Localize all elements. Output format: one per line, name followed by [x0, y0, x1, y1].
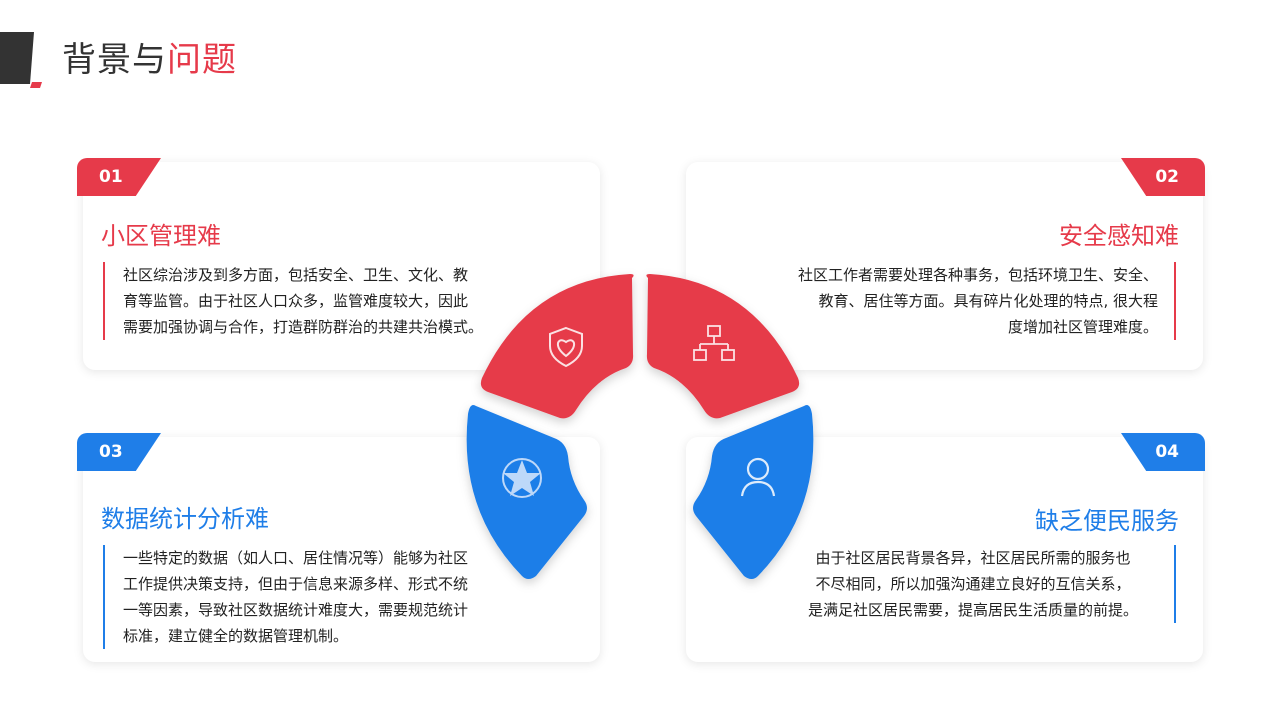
page-title: 背景与问题	[62, 40, 237, 80]
card-number-badge: 01	[77, 158, 161, 196]
card-description: 社区综治涉及到多方面，包括安全、卫生、文化、教 育等监管。由于社区人口众多，监管…	[103, 262, 503, 340]
card-title: 缺乏便民服务	[1035, 507, 1179, 535]
center-ring-diagram	[466, 274, 814, 579]
card-title: 小区管理难	[101, 222, 221, 250]
segment-bottom-right	[693, 405, 814, 579]
card-number-badge: 02	[1121, 158, 1205, 196]
star-badge-icon	[502, 458, 542, 498]
card-management: 01 小区管理难 社区综治涉及到多方面，包括安全、卫生、文化、教 育等监管。由于…	[77, 158, 600, 370]
network-icon	[693, 325, 735, 361]
card-number-badge: 03	[77, 433, 161, 471]
card-safety: 02 安全感知难 社区工作者需要处理各种事务，包括环境卫生、安全、 教育、居住等…	[686, 158, 1205, 370]
segment-bottom-left	[466, 405, 587, 579]
card-number-badge: 04	[1121, 433, 1205, 471]
person-icon	[740, 457, 776, 497]
title-decoration	[0, 32, 42, 88]
card-description: 社区工作者需要处理各种事务，包括环境卫生、安全、 教育、居住等方面。具有碎片化处…	[778, 262, 1176, 340]
card-title: 数据统计分析难	[101, 505, 269, 533]
card-convenience-service: 04 缺乏便民服务 由于社区居民背景各异，社区居民所需的服务也 不尽相同，所以加…	[686, 433, 1205, 662]
card-description: 一些特定的数据（如人口、居住情况等）能够为社区 工作提供决策支持，但由于信息来源…	[103, 545, 508, 649]
card-description: 由于社区居民背景各异，社区居民所需的服务也 不尽相同，所以加强沟通建立良好的互信…	[788, 545, 1176, 623]
card-title: 安全感知难	[1059, 222, 1179, 250]
card-data-statistics: 03 数据统计分析难 一些特定的数据（如人口、居住情况等）能够为社区 工作提供决…	[77, 433, 600, 662]
segment-top-right	[646, 274, 800, 419]
shield-heart-icon	[549, 326, 583, 368]
